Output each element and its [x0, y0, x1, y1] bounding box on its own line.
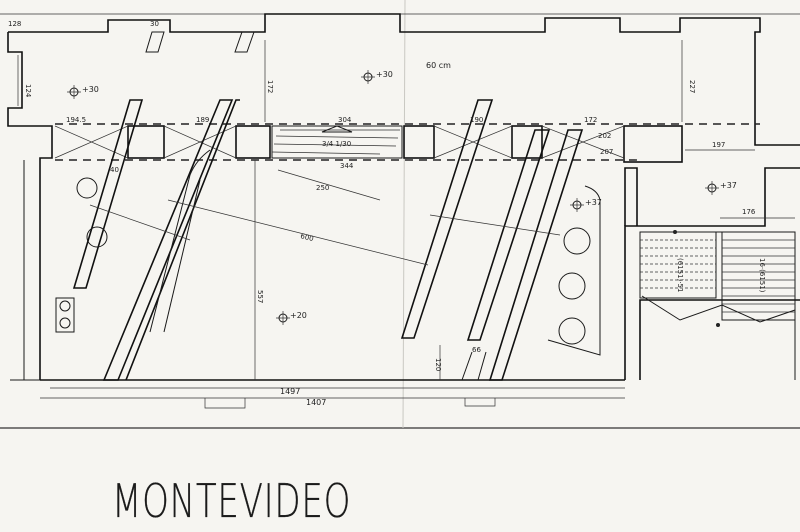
- right-beam-label: 202: [598, 132, 611, 140]
- vertical-227-label: 227: [688, 80, 696, 93]
- round-table: [558, 272, 586, 300]
- hall-diagonal-label: 600: [300, 232, 315, 243]
- room-note: 60 cm: [426, 61, 451, 70]
- inner-length-label: 1407: [306, 398, 326, 407]
- labels: 1497 1407 557 176 197 600 250 124 128 30…: [8, 20, 766, 407]
- level-hall: +20: [290, 311, 307, 320]
- small-a-label: 172: [584, 116, 597, 124]
- small-40-label: 40: [110, 166, 119, 174]
- slanted-walls: [72, 99, 584, 381]
- small-b-label: 190: [470, 116, 483, 124]
- left-circles: [55, 177, 108, 333]
- project-title: MONTEVIDEO: [112, 474, 352, 528]
- stair-width-label: 176: [742, 208, 756, 216]
- dimension-lines: [17, 40, 795, 409]
- top-columns: [145, 31, 255, 53]
- stair-steps-a-label: (6151)·51: [676, 258, 684, 292]
- paper-crease: [402, 0, 406, 429]
- top-left-label: 128: [8, 20, 21, 28]
- level-right-a: +37: [720, 181, 737, 190]
- small-120-label: 120: [434, 358, 442, 371]
- stair-steps-b-label: 16·(6151): [758, 258, 766, 293]
- window-note: 3/4 1/30: [322, 140, 351, 148]
- window-span-label: 304: [338, 116, 352, 124]
- center-diagonal-label: 250: [316, 184, 329, 192]
- vertical-172-label: 172: [266, 80, 274, 93]
- wall-piece-label: 189: [196, 116, 209, 124]
- total-length-label: 1497: [280, 387, 300, 396]
- level-lounge-mid: +30: [376, 70, 393, 79]
- small-66-label: 66: [472, 346, 481, 354]
- level-lounge-left: +30: [82, 85, 99, 94]
- level-markers: [67, 70, 719, 325]
- window-band: [54, 123, 760, 163]
- round-table: [563, 227, 591, 255]
- right-top-label: 207: [600, 148, 613, 156]
- level-right-b: +37: [585, 198, 602, 207]
- stairs: [639, 230, 796, 327]
- right-partition: [547, 185, 601, 356]
- left-notch-label: 124: [24, 84, 32, 98]
- hall-depth-label: 557: [256, 290, 264, 303]
- gap-top-label: 30: [150, 20, 159, 28]
- round-table: [558, 317, 586, 345]
- bay-width-label: 197: [712, 141, 725, 149]
- beam-label: 344: [340, 162, 354, 170]
- niche-left-label: 194.5: [66, 116, 86, 124]
